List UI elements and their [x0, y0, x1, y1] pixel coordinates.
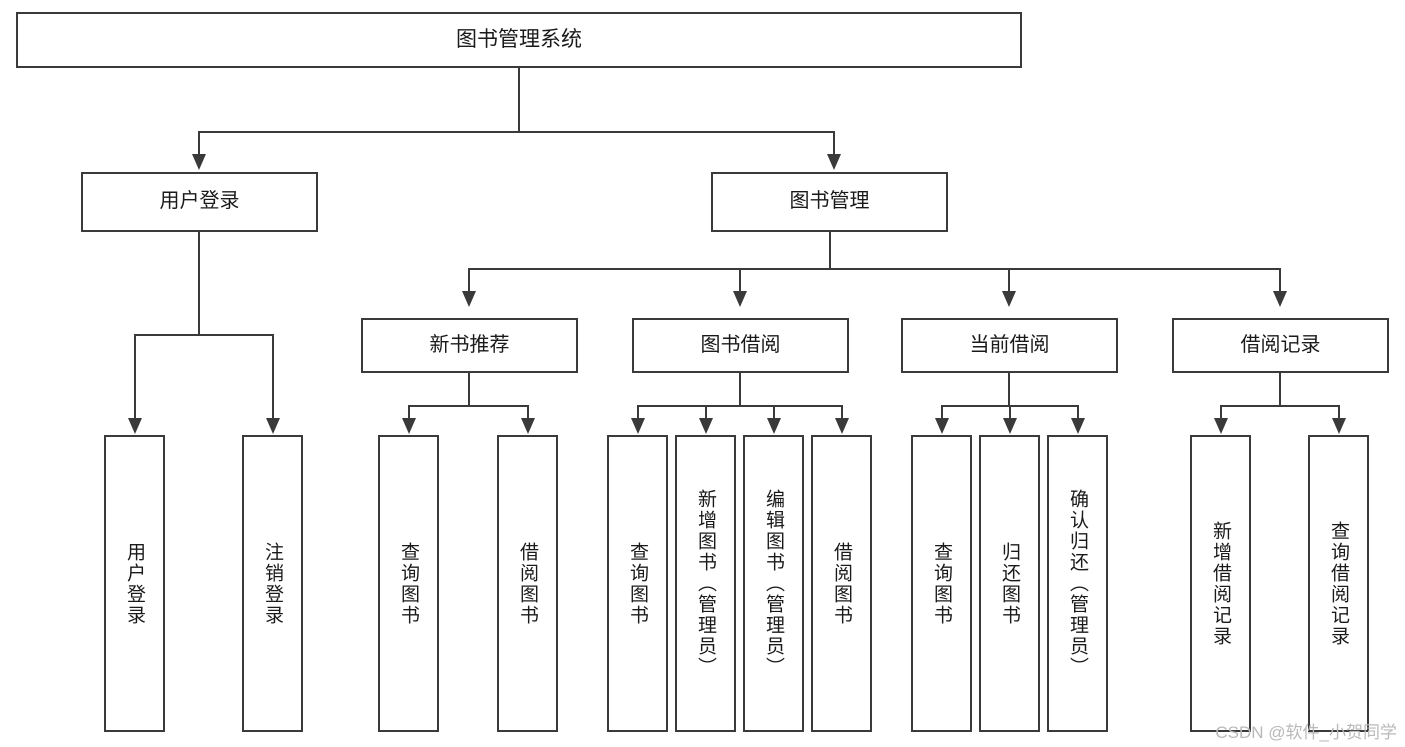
connector-user-login-bus	[134, 334, 273, 336]
node-label: 当前借阅	[969, 333, 1050, 356]
arrowhead-book-borrow-to-leaf-4	[835, 418, 849, 434]
connector-user-login-to-leaf-2	[272, 334, 274, 419]
leaf-label: 查询借阅记录	[1328, 520, 1349, 647]
leaf-query-borrow-record[interactable]: 查询借阅记录	[1308, 435, 1369, 732]
leaf-label: 用户登录	[124, 541, 145, 626]
leaf-label: 查询图书	[931, 541, 952, 626]
leaf-return-book[interactable]: 归还图书	[979, 435, 1040, 732]
leaf-borrow-book-recommend[interactable]: 借阅图书	[497, 435, 558, 732]
leaf-add-borrow-record[interactable]: 新增借阅记录	[1190, 435, 1251, 732]
leaf-user-login[interactable]: 用户登录	[104, 435, 165, 732]
connector-root-to-user-login	[198, 131, 200, 155]
node-borrow-record[interactable]: 借阅记录	[1172, 318, 1389, 373]
connector-user-login-stem	[198, 232, 200, 335]
connector-book-borrow-to-leaf-4	[841, 405, 843, 419]
leaf-query-book-recommend[interactable]: 查询图书	[378, 435, 439, 732]
arrowhead-current-borrow-to-leaf-3	[1071, 418, 1085, 434]
connector-borrow-record-stem	[1279, 373, 1281, 406]
leaf-borrow-book[interactable]: 借阅图书	[811, 435, 872, 732]
node-label: 图书借阅	[700, 333, 781, 356]
connector-bm-to-book-borrow	[739, 268, 741, 292]
node-current-borrow[interactable]: 当前借阅	[901, 318, 1118, 373]
arrowhead-bm-to-book-borrow	[733, 291, 747, 307]
connector-bm-to-new-book	[468, 268, 470, 292]
leaf-label: 新增借阅记录	[1210, 520, 1231, 647]
connector-current-borrow-to-leaf-2	[1009, 405, 1011, 419]
connector-current-borrow-stem	[1008, 373, 1010, 406]
connector-book-management-bus	[468, 268, 1280, 270]
leaf-label: 查询图书	[627, 541, 648, 626]
leaf-query-book-borrow[interactable]: 查询图书	[607, 435, 668, 732]
leaf-label: 借阅图书	[831, 541, 852, 626]
connector-book-borrow-stem	[739, 373, 741, 406]
arrowhead-current-borrow-to-leaf-1	[935, 418, 949, 434]
connector-user-login-to-leaf-1	[134, 334, 136, 419]
leaf-label: 归还图书	[999, 541, 1020, 626]
connector-book-borrow-bus	[637, 405, 842, 407]
leaf-label: 注销登录	[262, 541, 283, 626]
arrowhead-borrow-record-to-leaf-2	[1332, 418, 1346, 434]
connector-new-book-bus	[408, 405, 529, 407]
connector-bm-to-current-borrow	[1008, 268, 1010, 292]
arrowhead-root-to-book-management	[827, 154, 841, 170]
node-label: 用户登录	[159, 190, 240, 213]
arrowhead-root-to-user-login	[192, 154, 206, 170]
leaf-label: 编辑图书（管理员）	[763, 489, 784, 678]
arrowhead-bm-to-current-borrow	[1002, 291, 1016, 307]
arrowhead-new-book-to-leaf-1	[402, 418, 416, 434]
arrowhead-new-book-to-leaf-2	[521, 418, 535, 434]
leaf-logout[interactable]: 注销登录	[242, 435, 303, 732]
arrowhead-book-borrow-to-leaf-2	[699, 418, 713, 434]
node-new-book-recommend[interactable]: 新书推荐	[361, 318, 578, 373]
connector-new-book-stem	[468, 373, 470, 406]
arrowhead-bm-to-borrow-record	[1273, 291, 1287, 307]
leaf-confirm-return-admin[interactable]: 确认归还（管理员）	[1047, 435, 1108, 732]
connector-book-borrow-to-leaf-1	[637, 405, 639, 419]
node-book-borrow[interactable]: 图书借阅	[632, 318, 849, 373]
connector-current-borrow-to-leaf-1	[941, 405, 943, 419]
connector-bm-to-borrow-record	[1279, 268, 1281, 292]
node-label: 借阅记录	[1240, 333, 1321, 356]
leaf-label: 查询图书	[398, 541, 419, 626]
connector-book-management-stem	[829, 232, 831, 269]
arrowhead-current-borrow-to-leaf-2	[1003, 418, 1017, 434]
connector-root-bus	[198, 131, 835, 133]
arrowhead-book-borrow-to-leaf-1	[631, 418, 645, 434]
node-label: 图书管理	[789, 190, 870, 213]
connector-borrow-record-to-leaf-1	[1220, 405, 1222, 419]
node-label: 图书管理系统	[456, 27, 582, 51]
connector-borrow-record-to-leaf-2	[1338, 405, 1340, 419]
arrowhead-bm-to-new-book	[462, 291, 476, 307]
arrowhead-book-borrow-to-leaf-3	[767, 418, 781, 434]
leaf-label: 确认归还（管理员）	[1067, 489, 1088, 678]
node-book-management[interactable]: 图书管理	[711, 172, 948, 232]
arrowhead-user-login-to-leaf-1	[128, 418, 142, 434]
connector-book-borrow-to-leaf-2	[705, 405, 707, 419]
leaf-label: 新增图书（管理员）	[695, 489, 716, 678]
connector-new-book-to-leaf-2	[527, 405, 529, 419]
node-label: 新书推荐	[429, 333, 510, 356]
node-root-book-management-system[interactable]: 图书管理系统	[16, 12, 1022, 68]
connector-root-stem	[518, 68, 520, 132]
connector-new-book-to-leaf-1	[408, 405, 410, 419]
leaf-edit-book-admin[interactable]: 编辑图书（管理员）	[743, 435, 804, 732]
connector-root-to-book-management	[833, 131, 835, 155]
connector-current-borrow-to-leaf-3	[1077, 405, 1079, 419]
arrowhead-borrow-record-to-leaf-1	[1214, 418, 1228, 434]
leaf-label: 借阅图书	[517, 541, 538, 626]
connector-book-borrow-to-leaf-3	[773, 405, 775, 419]
leaf-query-book-current[interactable]: 查询图书	[911, 435, 972, 732]
leaf-add-book-admin[interactable]: 新增图书（管理员）	[675, 435, 736, 732]
arrowhead-user-login-to-leaf-2	[266, 418, 280, 434]
connector-borrow-record-bus	[1220, 405, 1340, 407]
node-user-login[interactable]: 用户登录	[81, 172, 318, 232]
